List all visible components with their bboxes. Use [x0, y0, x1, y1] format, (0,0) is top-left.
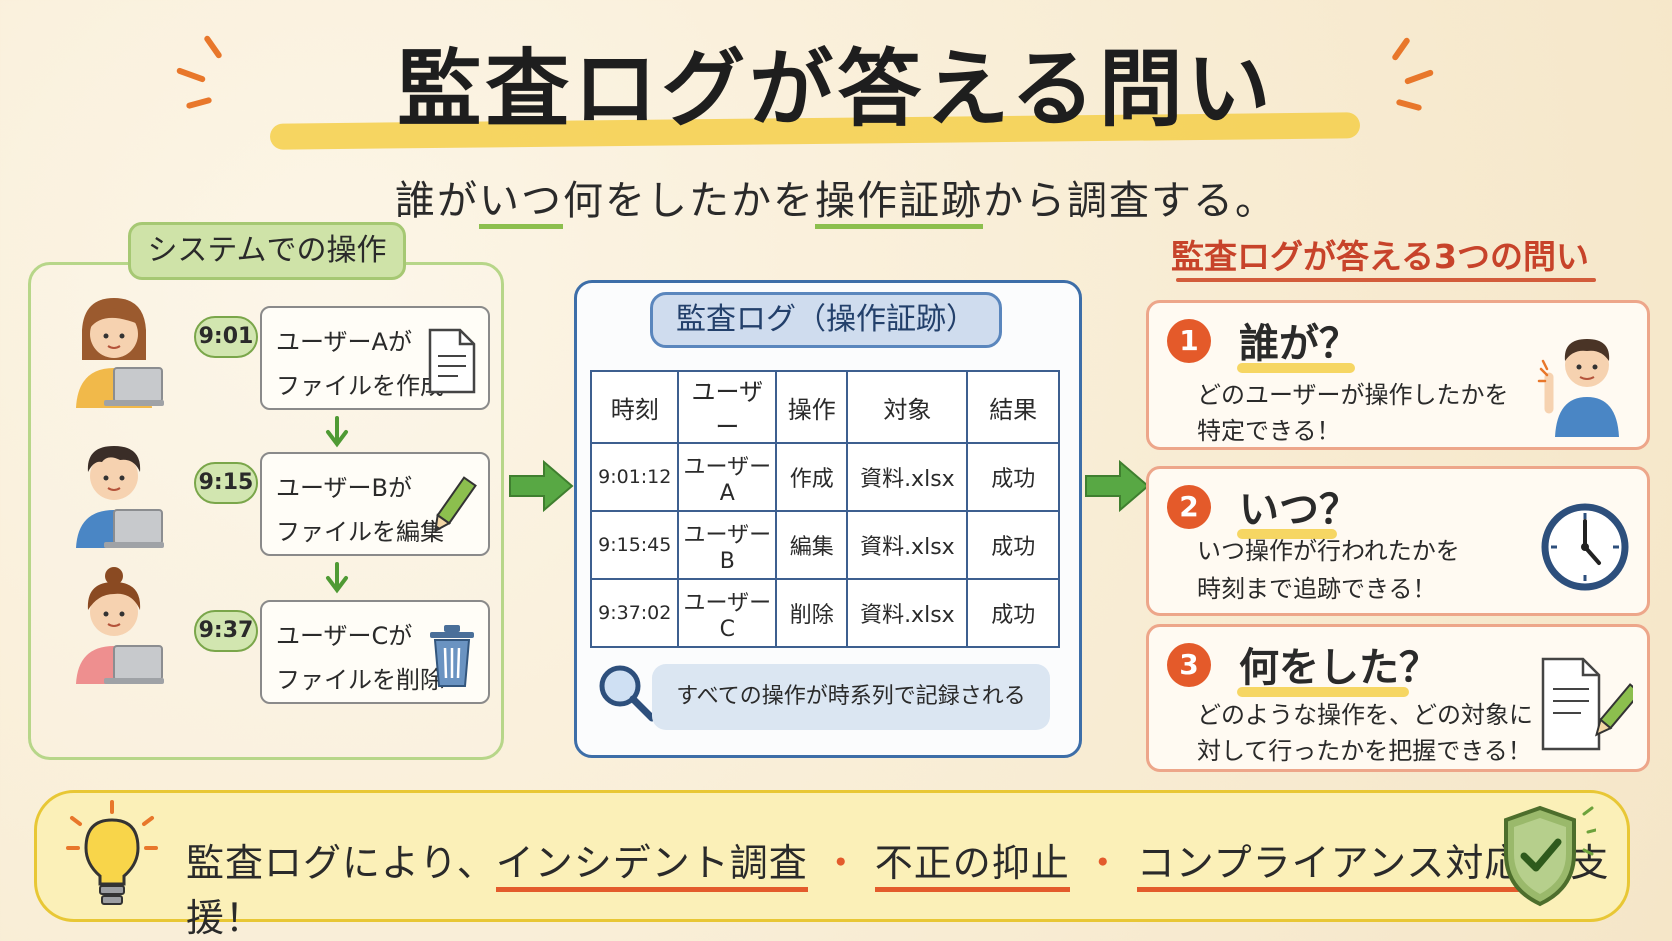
- user-c-avatar-icon: [76, 567, 164, 684]
- column-header: 時刻: [589, 370, 680, 444]
- question-title: 何をした？: [1239, 645, 1439, 691]
- flow-arrow-icon: [509, 459, 574, 513]
- event-action: ファイルを削除: [276, 666, 444, 694]
- questions-heading-underline: [1176, 278, 1596, 282]
- subtitle-when: いつ: [479, 178, 563, 229]
- column-header: 対象: [846, 370, 969, 444]
- event-card: ユーザーAが ファイルを作成: [260, 306, 490, 410]
- question-desc: いつ操作が行われたかを: [1197, 537, 1460, 565]
- question-desc: 時刻まで追跡できる！: [1197, 575, 1437, 603]
- table-cell: 成功: [966, 578, 1060, 648]
- page-title: 監査ログが答える問い: [397, 40, 1275, 138]
- table-cell: 削除: [775, 578, 849, 648]
- question-desc: 対して行ったかを把握できる！: [1197, 737, 1532, 765]
- magnifier-icon: [599, 665, 656, 722]
- shield-check-icon: [1504, 805, 1596, 907]
- table-row: 9:15:45 ユーザーB 編集 資料.xlsx 成功: [589, 510, 1060, 580]
- user-b-avatar-icon: [76, 446, 164, 548]
- table-cell: 編集: [775, 510, 849, 580]
- chronological-note: すべての操作が時系列で記録される: [652, 664, 1050, 730]
- subtitle: 誰がいつ何をしたかを操作証跡から調査する。: [0, 168, 1672, 229]
- event-actor: ユーザーBが: [276, 474, 412, 502]
- question-number: 3: [1167, 643, 1211, 687]
- question-title-highlight: [1237, 687, 1409, 697]
- audit-log-tag: 監査ログ（操作証跡）: [650, 292, 1002, 348]
- event-time: 9:01: [194, 316, 258, 358]
- down-arrow-icon: [326, 562, 348, 594]
- document-edit-icon: [1541, 657, 1633, 751]
- subtitle-end: から調査する。: [983, 178, 1277, 224]
- question-card-when: 2 いつ？ いつ操作が行われたかを 時刻まで追跡できる！: [1146, 466, 1650, 616]
- question-card-what: 3 何をした？ どのような操作を、どの対象に 対して行ったかを把握できる！: [1146, 624, 1650, 772]
- table-row: 9:01:12 ユーザーA 作成 資料.xlsx 成功: [589, 442, 1060, 512]
- question-desc: 特定できる！: [1197, 417, 1341, 445]
- summary-separator: ・: [1083, 841, 1123, 885]
- event-card: ユーザーCが ファイルを削除: [260, 600, 490, 704]
- question-number: 1: [1167, 319, 1211, 363]
- system-operations-tag: システムでの操作: [128, 222, 406, 280]
- event-time: 9:37: [194, 610, 258, 652]
- event-card: ユーザーBが ファイルを編集: [260, 452, 490, 556]
- audit-log-table: 時刻 ユーザー 操作 対象 結果 9:01:12 ユーザーA 作成 資料.xls…: [589, 370, 1060, 648]
- table-cell: 成功: [966, 442, 1060, 512]
- summary-lead: 監査ログにより、: [186, 841, 496, 885]
- event-action: ファイルを編集: [276, 518, 444, 546]
- column-header: 結果: [966, 370, 1060, 444]
- table-row: 9:37:02 ユーザーC 削除 資料.xlsx 成功: [589, 578, 1060, 648]
- trash-icon: [430, 625, 474, 687]
- event-actor: ユーザーAが: [276, 328, 412, 356]
- question-title: いつ？: [1239, 487, 1359, 533]
- lightbulb-icon: [66, 800, 158, 905]
- question-desc: どのような操作を、どの対象に: [1197, 701, 1533, 729]
- subtitle-particle: を: [773, 178, 815, 224]
- table-header-row: 時刻 ユーザー 操作 対象 結果: [589, 370, 1060, 444]
- question-title-highlight: [1237, 529, 1337, 539]
- table-cell: 資料.xlsx: [846, 510, 969, 580]
- user-a-avatar-icon: [76, 298, 164, 408]
- pencil-icon: [434, 476, 477, 533]
- question-card-who: 1 誰が？ どのユーザーが操作したかを 特定できる！: [1146, 300, 1650, 450]
- table-cell: 9:01:12: [589, 442, 680, 512]
- table-cell: ユーザーA: [677, 442, 778, 512]
- summary-deterrence: 不正の抑止: [874, 841, 1070, 892]
- table-cell: ユーザーC: [677, 578, 778, 648]
- table-cell: 作成: [775, 442, 849, 512]
- document-icon: [428, 328, 476, 394]
- event-time: 9:15: [194, 462, 258, 504]
- event-action: ファイルを作成: [276, 372, 444, 400]
- event-actor: ユーザーCが: [276, 622, 413, 650]
- question-desc: どのユーザーが操作したかを: [1197, 381, 1509, 409]
- summary-text: 監査ログにより、インシデント調査・不正の抑止・コンプライアンス対応を支援！: [186, 832, 1672, 941]
- summary-incident: インシデント調査: [495, 841, 808, 892]
- down-arrow-icon: [326, 416, 348, 448]
- summary-compliance: コンプライアンス対応: [1136, 841, 1524, 892]
- column-header: ユーザー: [677, 370, 778, 444]
- subtitle-trail: 操作証跡: [815, 178, 983, 229]
- table-cell: 資料.xlsx: [846, 578, 969, 648]
- table-cell: ユーザーB: [677, 510, 778, 580]
- question-title: 誰が？: [1239, 321, 1359, 367]
- summary-separator: ・: [821, 841, 861, 885]
- flow-arrow-icon: [1085, 459, 1150, 513]
- summary-banner: [34, 790, 1630, 922]
- subtitle-who: 誰が: [395, 178, 479, 224]
- table-cell: 9:15:45: [589, 510, 680, 580]
- questions-heading: 監査ログが答える3つの問い: [1171, 237, 1589, 276]
- column-header: 操作: [775, 370, 849, 444]
- table-cell: 成功: [966, 510, 1060, 580]
- subtitle-what: 何をしたか: [563, 178, 773, 224]
- question-title-highlight: [1237, 363, 1355, 373]
- table-cell: 資料.xlsx: [846, 442, 969, 512]
- table-cell: 9:37:02: [589, 578, 680, 648]
- pointing-person-icon: [1537, 339, 1619, 437]
- question-number: 2: [1167, 485, 1211, 529]
- clock-icon: [1541, 503, 1629, 591]
